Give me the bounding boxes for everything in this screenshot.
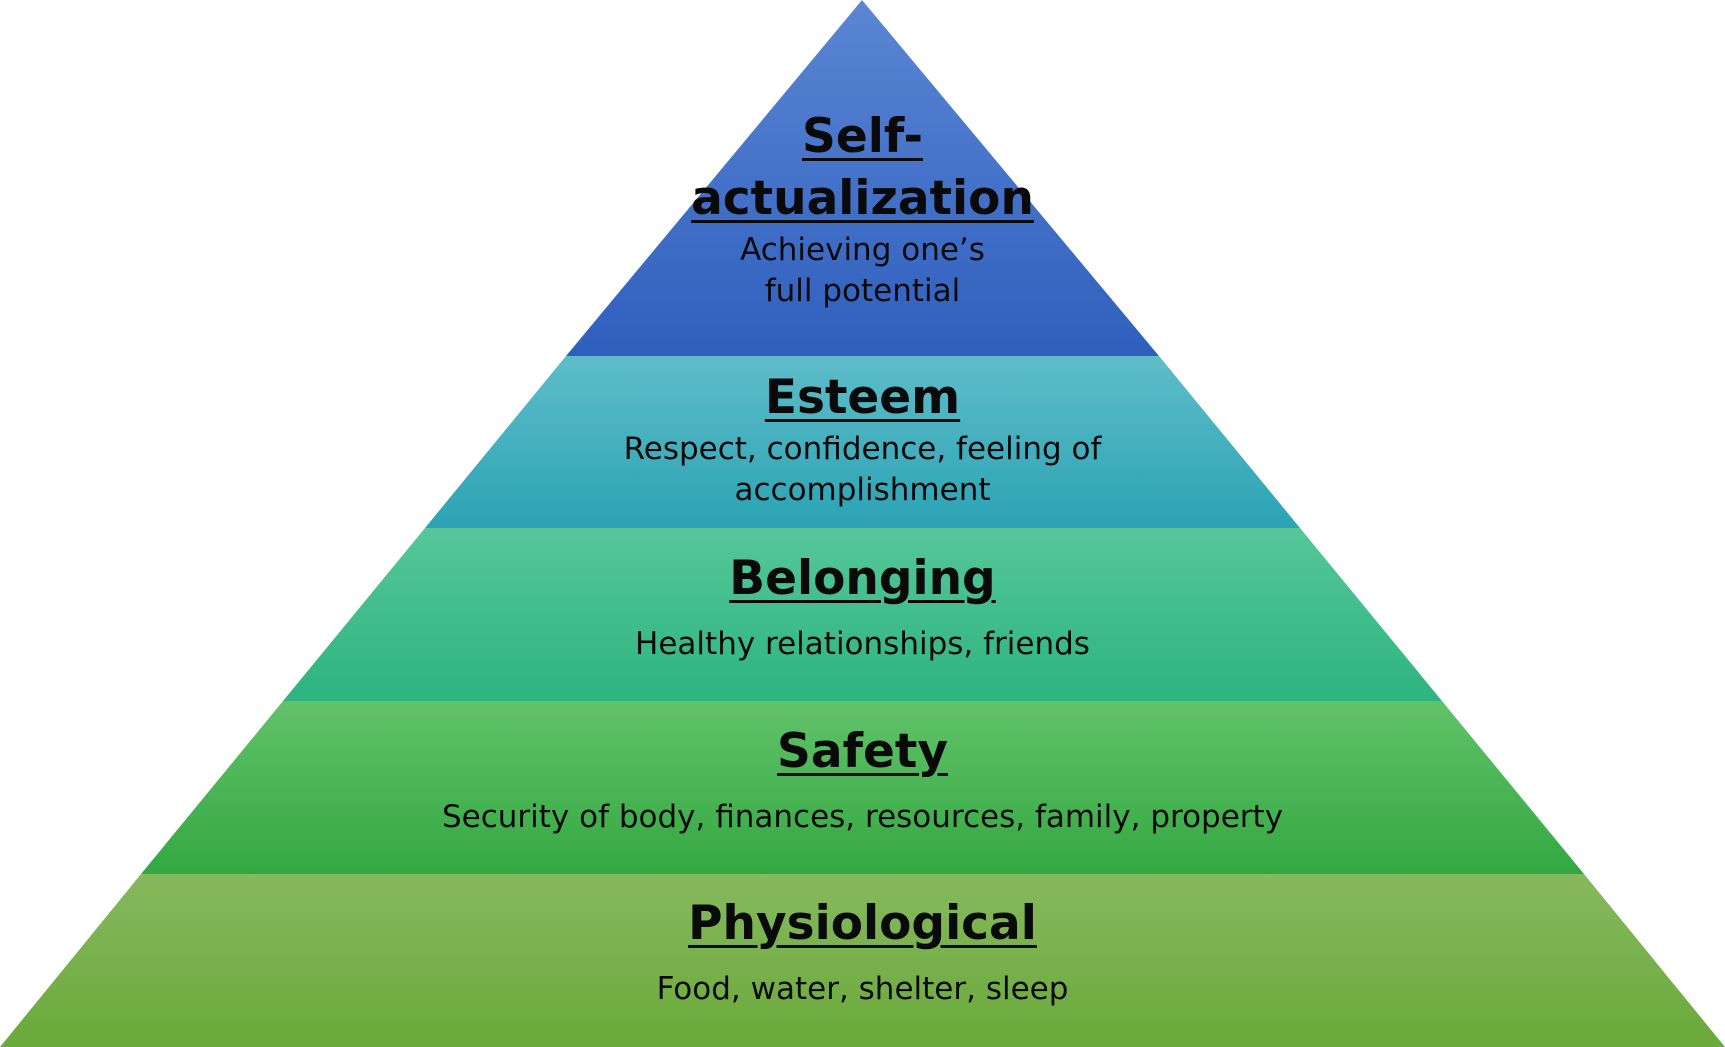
- tier-description-safety: Security of body, finances, resources, f…: [441, 799, 1284, 835]
- tier-label-self-actualization: Self- actualization Achieving one’s full…: [0, 106, 1725, 312]
- tier-label-belonging: Belonging Healthy relationships, friends: [0, 548, 1725, 665]
- tier-title-physiological: Physiological: [688, 896, 1037, 951]
- tier-belonging: [283, 528, 1442, 701]
- tier-description-physiological: Food, water, shelter, sleep: [656, 971, 1069, 1007]
- tier-self-actualization: [566, 0, 1159, 356]
- tier-title-belonging: Belonging: [729, 551, 996, 606]
- tier-description-self-actualization-line1: Achieving one’s: [740, 232, 985, 268]
- tier-title-self-actualization-line1: Self-: [802, 109, 923, 164]
- tier-title-self-actualization-line2: actualization: [691, 171, 1034, 226]
- tier-label-safety: Safety Security of body, finances, resou…: [0, 721, 1725, 838]
- tier-label-esteem: Esteem Respect, confidence, feeling of a…: [0, 367, 1725, 511]
- tier-description-self-actualization-line2: full potential: [764, 273, 961, 309]
- tier-title-safety: Safety: [777, 724, 948, 779]
- tier-description-belonging: Healthy relationships, friends: [635, 626, 1090, 662]
- tier-label-physiological: Physiological Food, water, shelter, slee…: [0, 893, 1725, 1010]
- tier-safety: [141, 701, 1584, 874]
- tier-description-esteem-line2: accomplishment: [734, 472, 991, 508]
- tier-description-esteem-line1: Respect, confidence, feeling of: [623, 431, 1102, 467]
- tier-esteem: [425, 356, 1300, 528]
- tier-physiological: [0, 874, 1725, 1047]
- tier-title-esteem: Esteem: [764, 370, 961, 425]
